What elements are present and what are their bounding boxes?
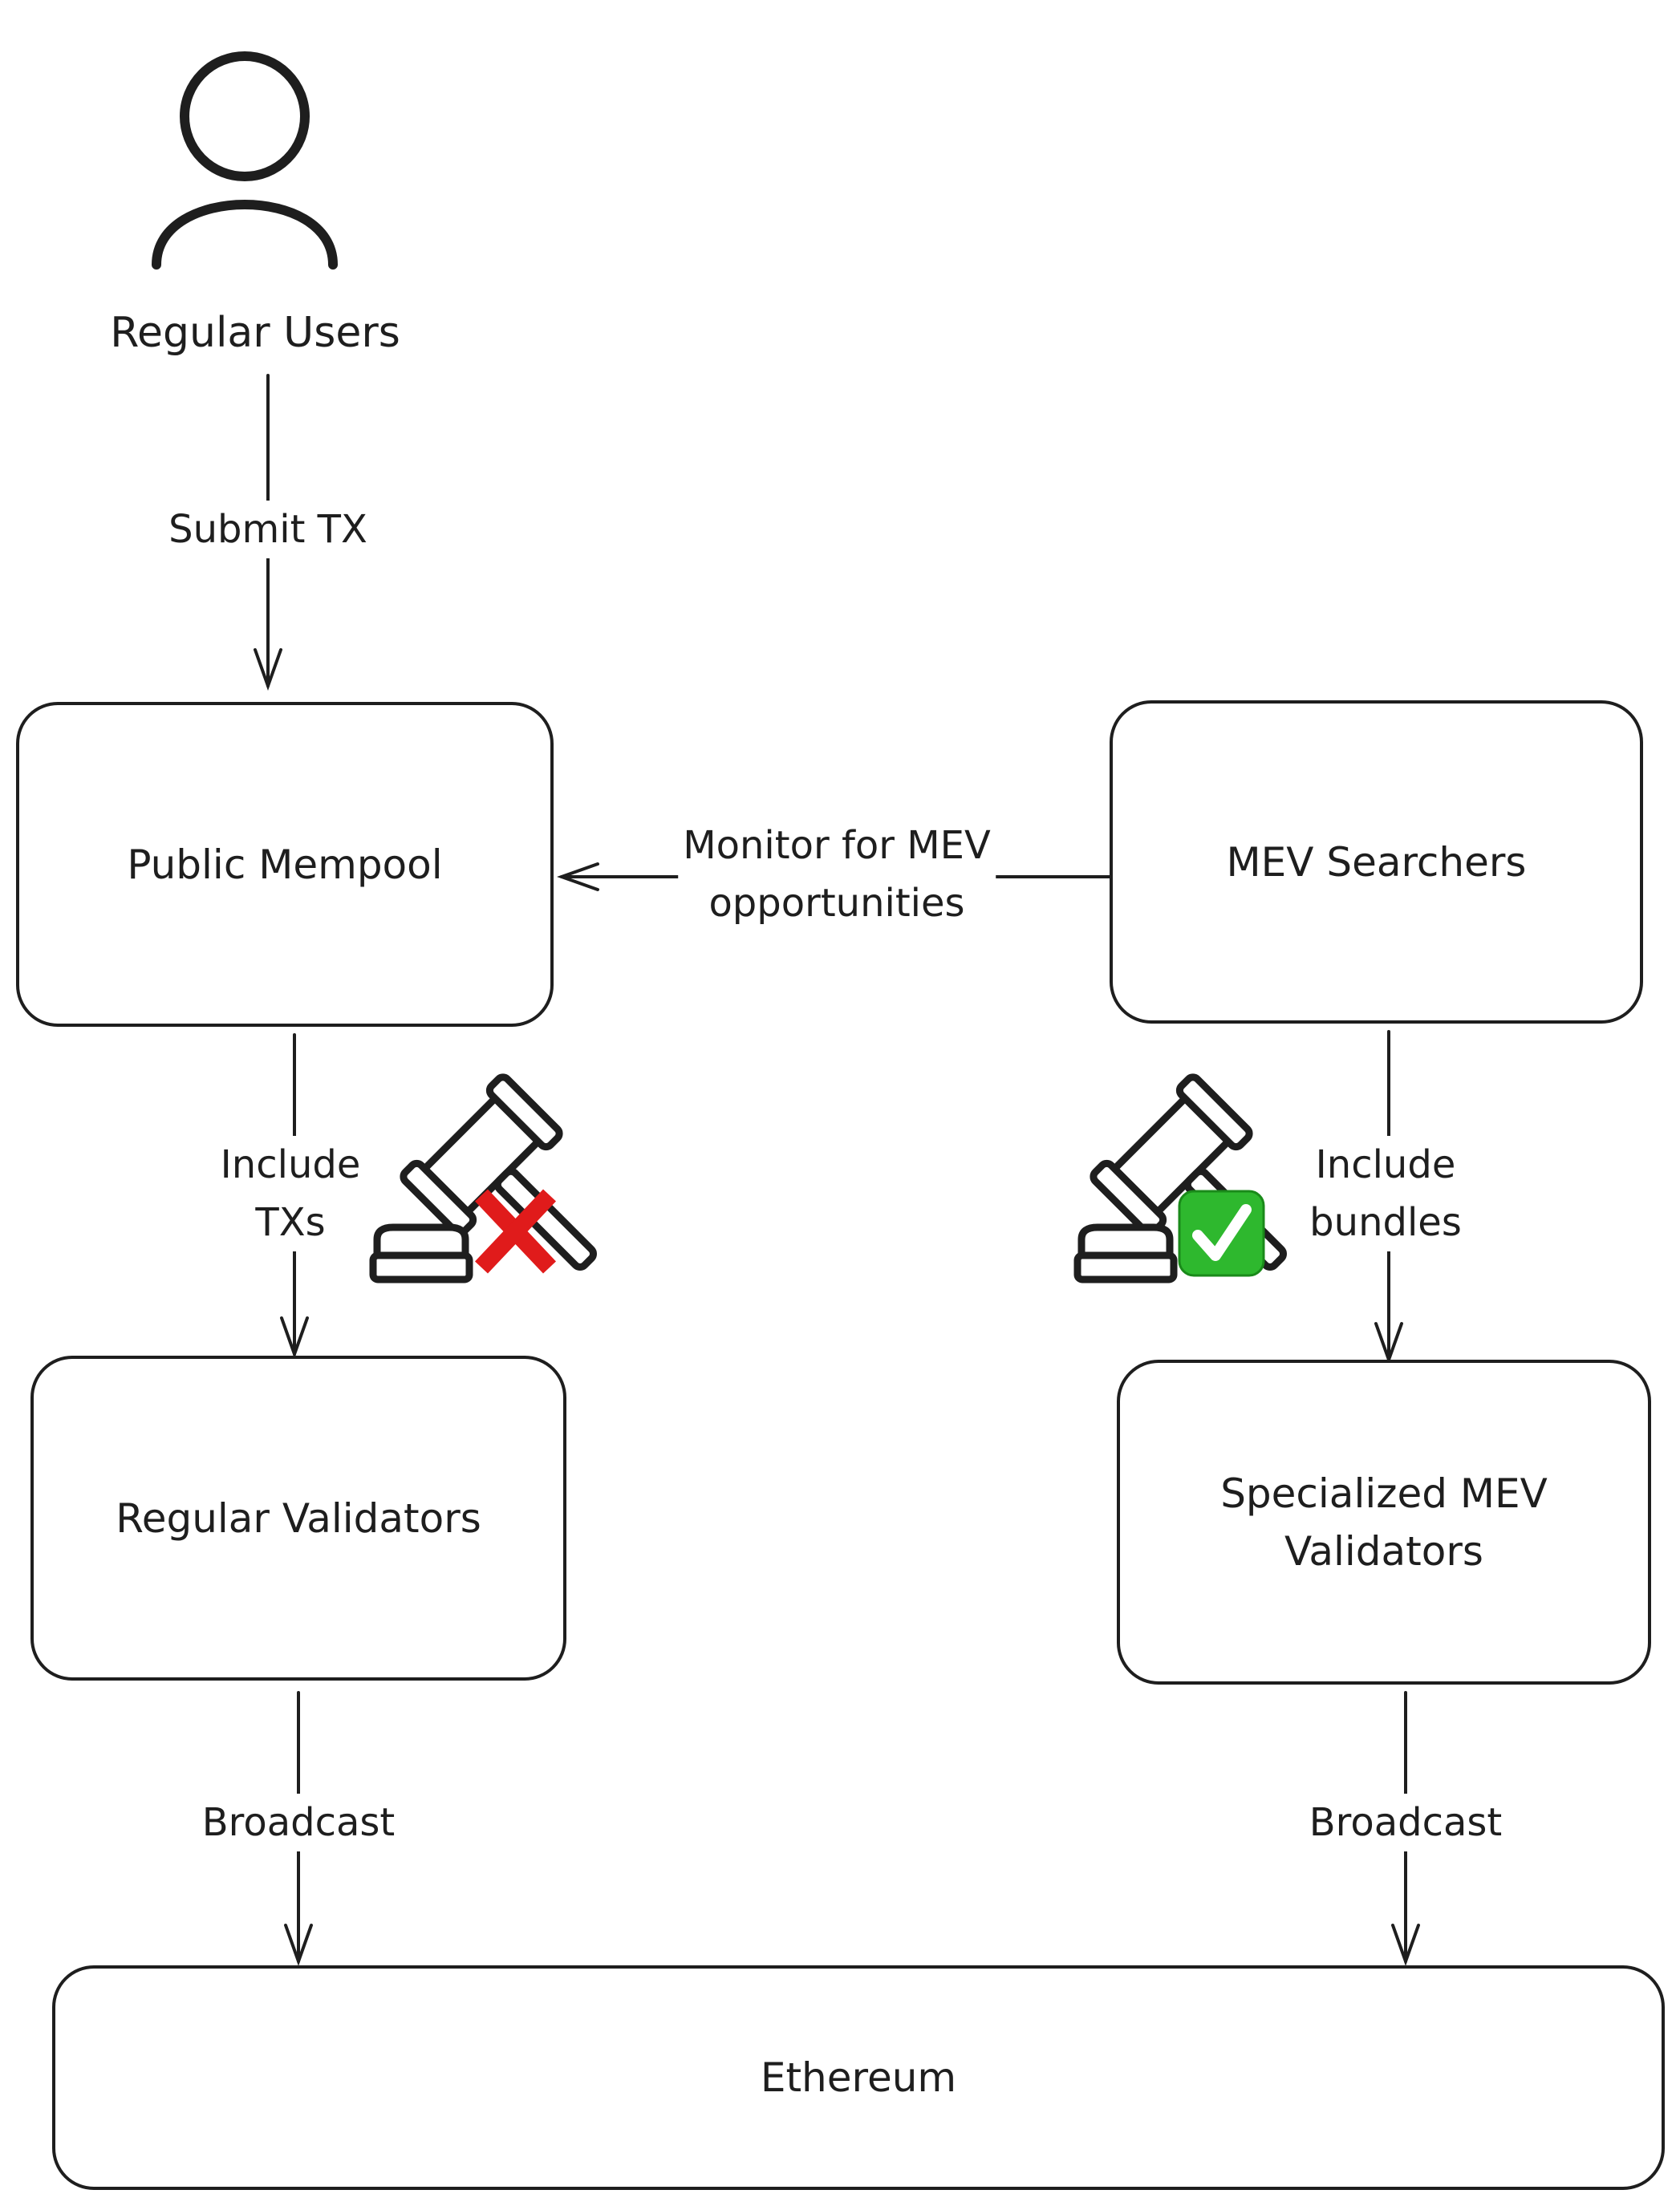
node-label: Public Mempool [127, 841, 443, 888]
node-label: Ethereum [760, 2054, 957, 2101]
node-label: Regular Validators [116, 1494, 481, 1542]
node-regular-validators[interactable]: Regular Validators [30, 1356, 566, 1681]
edge-label-monitor: Monitor for MEV opportunities [678, 817, 996, 932]
node-mev-searchers[interactable]: MEV Searchers [1110, 700, 1643, 1024]
user-icon [152, 51, 338, 270]
cross-mark-icon [475, 1189, 556, 1274]
edge-label-include-txs: Include TXs [215, 1136, 366, 1251]
check-mark-icon [1178, 1190, 1265, 1277]
gavel-icon [369, 1073, 598, 1283]
node-specialized-mev-validators[interactable]: Specialized MEV Validators [1117, 1360, 1651, 1685]
node-public-mempool[interactable]: Public Mempool [16, 702, 554, 1027]
actor-label: Regular Users [110, 309, 400, 357]
node-label: Specialized MEV Validators [1220, 1470, 1548, 1575]
edge-label-broadcast-left: Broadcast [197, 1794, 400, 1851]
node-ethereum[interactable]: Ethereum [52, 1965, 1665, 2190]
edge-label-broadcast-right: Broadcast [1304, 1794, 1508, 1851]
node-label: MEV Searchers [1226, 838, 1527, 886]
edge-label-include-bundles: Include bundles [1305, 1136, 1467, 1251]
edge-label-submit-tx: Submit TX [164, 501, 372, 558]
